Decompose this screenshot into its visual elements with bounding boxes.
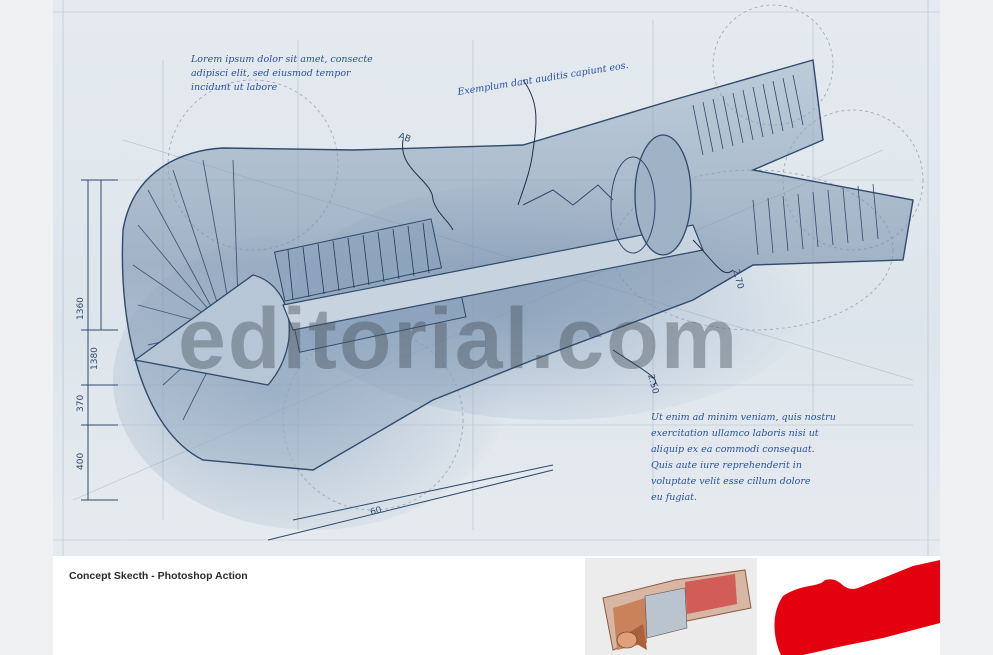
left-margin xyxy=(0,0,53,655)
jet-engine-sketch: 1360 1380 370 400 60 AB 2.50 2.70 Lorem … xyxy=(53,0,940,556)
note-top-left-line-1: Lorem ipsum dolor sit amet, consecte xyxy=(190,54,373,65)
dimension-1380: 1380 xyxy=(90,347,100,370)
red-mask-thumbnail xyxy=(763,558,940,655)
concept-sketch-artwork: 1360 1380 370 400 60 AB 2.50 2.70 Lorem … xyxy=(53,0,940,556)
note-bottom-right-line-3: aliquip ex ea commodi consequat. xyxy=(651,444,815,455)
caption-title: Concept Skecth - Photoshop Action xyxy=(69,570,248,582)
note-bottom-right-line-1: Ut enim ad minim veniam, quis nostru xyxy=(651,412,836,423)
note-bottom-right-line-4: Quis aute iure reprehenderit in xyxy=(651,460,802,471)
bottom-caption-bar: Concept Skecth - Photoshop Action xyxy=(53,556,940,655)
note-top-left-line-2: adipisci elit, sed eiusmod tempor xyxy=(191,68,352,79)
note-bottom-right-line-5: voluptate velit esse cillum dolore xyxy=(651,476,811,487)
right-margin xyxy=(940,0,993,655)
note-top-left-line-3: incidunt ut labore xyxy=(191,82,278,93)
note-top-center: Exemplum dant auditis capiunt eos. xyxy=(456,60,630,98)
note-bottom-right-line-6: eu fugiat. xyxy=(651,492,697,503)
dimension-370: 370 xyxy=(76,395,86,412)
dimension-400: 400 xyxy=(76,453,86,470)
dimension-1360: 1360 xyxy=(76,297,86,320)
note-bottom-right-line-2: exercitation ullamco laboris nisi ut xyxy=(651,428,819,439)
dimension-ab: AB xyxy=(397,131,412,145)
dimension-60: 60 xyxy=(369,505,383,518)
color-render-thumbnail xyxy=(585,558,757,655)
